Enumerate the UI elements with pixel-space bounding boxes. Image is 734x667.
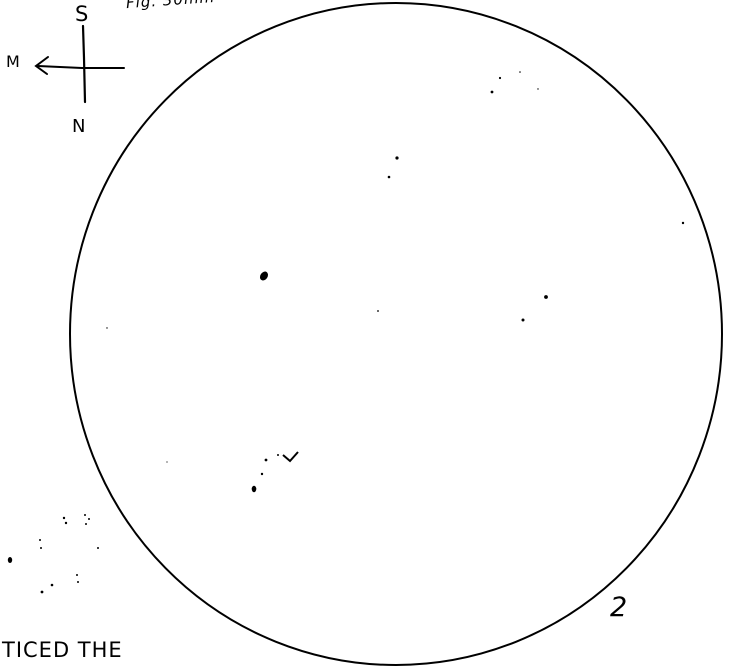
compass-cross-icon: [36, 26, 124, 102]
star: [252, 486, 257, 492]
star: [395, 156, 398, 159]
compass-label-north: N: [72, 118, 85, 136]
star: [77, 581, 79, 583]
outer-star-cluster: [8, 514, 99, 593]
star: [491, 91, 494, 94]
star: [85, 523, 87, 525]
star: [76, 574, 78, 576]
star: [499, 77, 501, 79]
star: [8, 557, 12, 563]
star: [106, 327, 107, 328]
star: [544, 295, 548, 299]
star: [39, 539, 41, 541]
handwritten-note: TICED THE: [2, 640, 123, 661]
star: [41, 591, 44, 594]
compass-label-south: S: [75, 4, 88, 25]
star: [97, 547, 99, 549]
star: [65, 522, 67, 524]
compass-label-west: M: [6, 54, 19, 70]
star: [63, 517, 65, 519]
plate-number: 2: [610, 594, 627, 621]
star: [166, 461, 167, 462]
star: [522, 319, 525, 322]
star: [258, 270, 269, 282]
star: [265, 459, 268, 462]
star: [519, 71, 521, 73]
star: [88, 518, 90, 520]
star: [84, 514, 86, 516]
star-field: [106, 71, 684, 492]
star: [277, 454, 279, 456]
star: [283, 452, 298, 461]
star: [377, 310, 379, 312]
star: [51, 584, 54, 587]
star: [537, 88, 538, 89]
field-of-view-circle-icon: [70, 3, 722, 665]
star: [682, 222, 684, 224]
star: [261, 473, 263, 475]
star: [388, 176, 391, 179]
star: [40, 547, 42, 549]
